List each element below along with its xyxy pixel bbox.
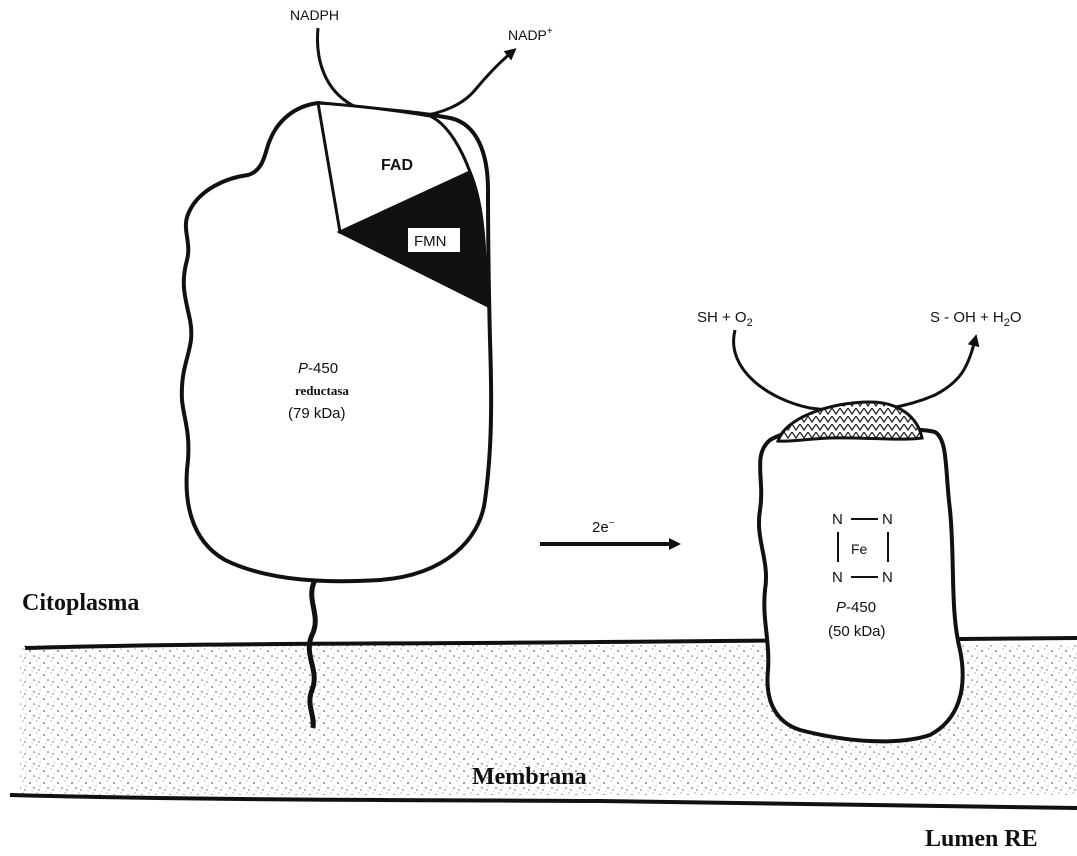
reductase-mass-label: (79 kDa) <box>288 405 346 422</box>
electron-transfer-label: 2e− <box>592 518 615 536</box>
reductase-name-italic: P <box>298 360 308 377</box>
substrate-label: SH + O2 <box>697 309 753 329</box>
reductase-name-label: P-450 <box>298 360 338 377</box>
nadp-plus-label-main: NADP <box>508 27 547 43</box>
nadph-label: NADPH <box>290 7 339 23</box>
reductase-name-suffix: -450 <box>308 360 338 377</box>
reductase-word-label: reductasa <box>295 383 349 398</box>
product-main: S - OH + H <box>930 309 1004 326</box>
p450-body <box>759 427 963 741</box>
electron-sup: − <box>609 518 615 529</box>
membrane-label: Membrana <box>472 764 587 790</box>
product-label: S - OH + H2O <box>930 309 1022 329</box>
cytoplasm-label: Citoplasma <box>22 590 139 616</box>
nadp-plus-label: NADP+ <box>508 26 553 43</box>
substrate-arc-arrow <box>734 330 975 411</box>
heme-n-bottom-left: N <box>832 569 843 586</box>
product-o: O <box>1010 309 1022 326</box>
lumen-label: Lumen RE <box>925 826 1038 852</box>
p450-name-suffix: -450 <box>846 599 876 616</box>
fad-label: FAD <box>381 157 413 174</box>
heme-n-top-right: N <box>882 511 893 528</box>
substrate-sub: 2 <box>747 317 753 329</box>
p450-name-italic: P <box>836 599 846 616</box>
nadp-plus-label-sup: + <box>547 26 553 37</box>
substrate-main: SH + O <box>697 309 747 326</box>
p450-mass-label: (50 kDa) <box>828 623 886 640</box>
p450-name-label: P-450 <box>836 599 876 616</box>
membrane-bottom-line <box>10 795 1077 808</box>
nadph-arc-arrow <box>317 28 512 117</box>
heme-n-top-left: N <box>832 511 843 528</box>
heme-fe-label: Fe <box>851 541 868 557</box>
active-site-cap <box>778 402 922 441</box>
electron-count: 2e <box>592 519 609 536</box>
fmn-label: FMN <box>414 233 447 250</box>
heme-n-bottom-right: N <box>882 569 893 586</box>
